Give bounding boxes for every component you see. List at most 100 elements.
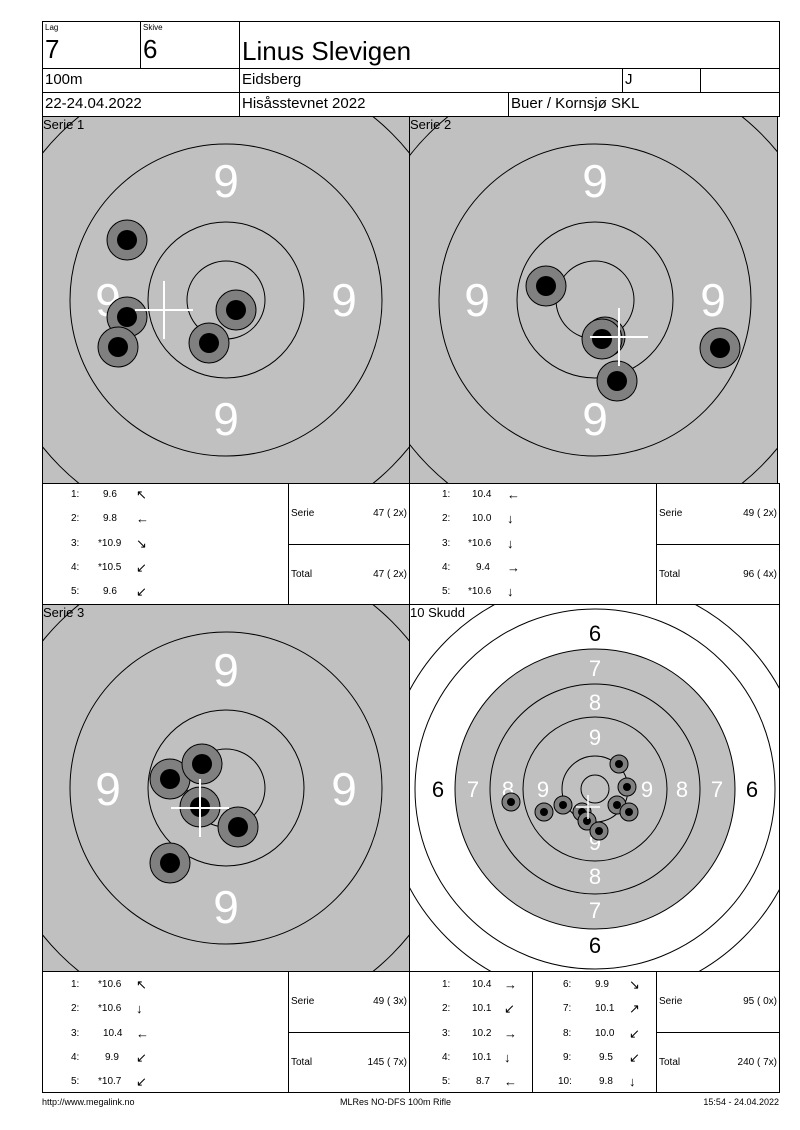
- class: J: [625, 71, 633, 88]
- direction-arrow-icon: ↙: [504, 1001, 515, 1016]
- skive-value: 6: [143, 34, 158, 64]
- ring-label-6-right: 6: [746, 777, 758, 802]
- header-club-cell: Eidsberg: [239, 68, 623, 93]
- group-center-cross: [576, 795, 600, 819]
- direction-arrow-icon: ←: [507, 487, 520, 502]
- shot-row: 4: 10.1 ↓: [410, 1050, 530, 1068]
- shot-row: 10: 9.8 ↓: [533, 1074, 653, 1092]
- ten-shots-list: 1: 10.4 → 2: 10.1 ↙ 3: 10.2 → 4: 10.1 ↓ …: [409, 971, 657, 1093]
- shot-value: 8.7: [476, 1076, 490, 1087]
- direction-arrow-icon: →: [504, 1026, 517, 1041]
- shot-row: 5: 9.6 ↙: [43, 584, 283, 602]
- serie3-target: 9 9 9 9: [43, 605, 409, 971]
- shot-value: 9.5: [599, 1052, 613, 1063]
- serie1-target-panel: Serie 1 9 9 9 9: [42, 116, 410, 484]
- shot-hole: [149, 842, 191, 884]
- shot-row: 5: *10.6 ↓: [410, 584, 650, 602]
- ring-label-7-bottom: 7: [589, 898, 601, 923]
- serie3-target-panel: Serie 3 9 9 9 9: [42, 604, 410, 972]
- serie-label: Serie: [291, 508, 315, 519]
- ring-label-9-top: 9: [213, 644, 239, 696]
- ring-label-9-right: 9: [700, 274, 726, 326]
- shot-number: 2:: [442, 513, 451, 524]
- ring-label-8-bottom: 8: [589, 864, 601, 889]
- shot-row: 2: *10.6 ↓: [43, 1001, 283, 1019]
- shot-row: 8: 10.0 ↙: [533, 1026, 653, 1044]
- direction-arrow-icon: ↙: [629, 1026, 640, 1041]
- serie3-summary-total: Total 145 ( 7x): [288, 1032, 410, 1093]
- serie1-target: 9 9 9 9: [43, 117, 409, 483]
- skive-label: Skive: [143, 23, 163, 32]
- header-class-cell: J: [622, 68, 701, 93]
- shot-number: 7:: [563, 1003, 572, 1014]
- shot-hole: [596, 360, 638, 402]
- shot-hole: [97, 326, 139, 368]
- shot-row: 9: 9.5 ↙: [533, 1050, 653, 1068]
- ring-label-9-bottom: 9: [213, 881, 239, 933]
- shot-value: 9.9: [595, 979, 609, 990]
- shooter-name: Linus Slevigen: [242, 36, 412, 66]
- total-label: Total: [291, 1057, 313, 1068]
- shot-hole: [215, 289, 257, 331]
- lag-label: Lag: [45, 23, 59, 32]
- lag-value: 7: [45, 34, 60, 64]
- serie-value: 47 ( 2x): [373, 508, 407, 519]
- shot-value: 9.8: [599, 1076, 613, 1087]
- shot-number: 1:: [71, 489, 80, 500]
- serie1-title: Serie 1: [43, 117, 85, 132]
- shot-hole: [699, 327, 741, 369]
- shot-hole: [525, 265, 567, 307]
- shot-row: 3: *10.9 ↘: [43, 536, 283, 554]
- shot-row: 3: 10.2 →: [410, 1026, 530, 1044]
- shot-value: 10.1: [472, 1003, 492, 1014]
- ring-label-6-left: 6: [432, 777, 444, 802]
- shot-hole: [619, 802, 639, 822]
- shot-number: 5:: [71, 586, 80, 597]
- serie3-shot-list: 1: *10.6 ↖ 2: *10.6 ↓ 3: 10.4 ← 4: 9.9 ↙…: [42, 971, 289, 1093]
- group-center-cross: [135, 281, 193, 339]
- footer-url-link[interactable]: http://www.megalink.no: [42, 1097, 135, 1107]
- ring-label-7-right: 7: [711, 777, 723, 802]
- shot-number: 8:: [563, 1028, 572, 1039]
- ten-shots-summary-total: Total 240 ( 7x): [656, 1032, 780, 1093]
- header-date-cell: 22-24.04.2022: [42, 92, 240, 117]
- shot-number: 2:: [71, 513, 80, 524]
- ten-shots-title: 10 Skudd: [410, 605, 465, 620]
- shot-row: 7: 10.1 ↗: [533, 1001, 653, 1019]
- shot-number: 1:: [442, 489, 451, 500]
- shot-hole: [149, 758, 191, 800]
- shot-number: 2:: [442, 1003, 451, 1014]
- shot-value: 10.2: [472, 1028, 492, 1039]
- event-name: Hisåsstevnet 2022: [242, 95, 366, 112]
- total-value: 145 ( 7x): [367, 1057, 407, 1068]
- direction-arrow-icon: ↓: [504, 1050, 511, 1065]
- shot-row: 1: 10.4 ←: [410, 487, 650, 505]
- ring-label-9-right: 9: [641, 777, 653, 802]
- shot-number: 4:: [71, 562, 80, 573]
- serie3-title: Serie 3: [43, 605, 85, 620]
- shot-row: 5: *10.7 ↙: [43, 1074, 283, 1092]
- shot-hole: [589, 821, 609, 841]
- shot-value: 10.4: [103, 1028, 123, 1039]
- shot-hole: [553, 795, 573, 815]
- shot-number: 5:: [442, 586, 451, 597]
- ring-label-9-right: 9: [331, 274, 357, 326]
- ring-label-6-top: 6: [589, 621, 601, 646]
- shot-row: 1: 9.6 ↖: [43, 487, 283, 505]
- direction-arrow-icon: ↘: [136, 536, 147, 551]
- ring-label-7-left: 7: [467, 777, 479, 802]
- shot-value: *10.6: [98, 979, 122, 990]
- range-name: Buer / Kornsjø SKL: [511, 95, 640, 112]
- shot-value: *10.5: [98, 562, 122, 573]
- shot-number: 5:: [442, 1076, 451, 1087]
- serie1-summary-serie: Serie 47 ( 2x): [288, 483, 410, 545]
- shot-value: 10.4: [472, 979, 492, 990]
- shot-number: 3:: [442, 538, 451, 549]
- shot-value: 10.0: [472, 513, 492, 524]
- shot-value: 10.1: [472, 1052, 492, 1063]
- direction-arrow-icon: ←: [504, 1074, 517, 1089]
- header-skive-cell: Skive 6: [140, 21, 240, 69]
- total-value: 96 ( 4x): [743, 569, 777, 580]
- serie-label: Serie: [659, 996, 683, 1007]
- shot-number: 5:: [71, 1076, 80, 1087]
